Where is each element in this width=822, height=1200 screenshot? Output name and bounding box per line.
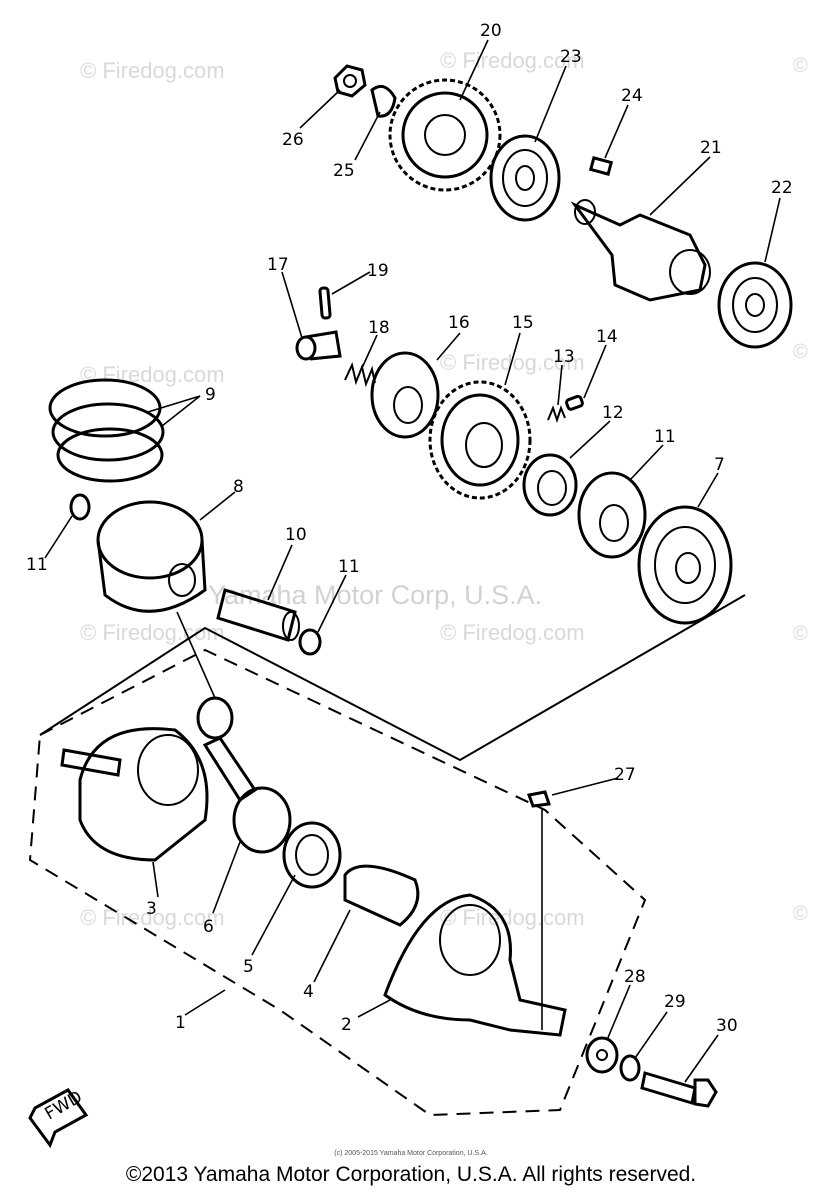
part-6-connecting-rod [196, 696, 292, 854]
fwd-arrow-icon: FWD [28, 1087, 89, 1149]
label-21: 20 [480, 21, 502, 41]
part-28-key [526, 790, 552, 808]
assembly-outline [39, 594, 746, 762]
watermark-symbol: © [793, 55, 808, 77]
label-11: 11 [338, 557, 360, 577]
part-18-pin [295, 330, 342, 361]
watermark-symbol: © [793, 903, 808, 925]
watermark-firedog: © Firedog.com [440, 48, 585, 73]
watermark-firedog: © Firedog.com [440, 905, 585, 930]
part-25-key [588, 156, 614, 176]
label-26: 25 [333, 161, 355, 181]
label-1: 1 [175, 1013, 186, 1033]
watermark-symbol: © [793, 341, 808, 363]
part-19-spring [344, 361, 376, 388]
label-11: 11 [26, 555, 48, 575]
label-13: 12 [602, 403, 624, 423]
part-20-pin [318, 286, 332, 320]
part-7-bearing [637, 505, 733, 625]
part-21-gear [388, 78, 502, 192]
part-10-piston-pin [216, 588, 300, 642]
watermark-firedog: © Firedog.com [80, 58, 225, 83]
label-22: 21 [700, 138, 722, 158]
part-14-spring [547, 405, 566, 424]
part-2-crank-right [383, 893, 567, 1037]
part-24-bearing [489, 134, 561, 222]
part-15-pin [565, 394, 584, 411]
part-5-needle-bearing [282, 821, 342, 889]
label-31: 30 [716, 1016, 738, 1036]
label-7: 7 [714, 455, 725, 475]
label-16: 15 [512, 313, 534, 333]
label-19: 18 [368, 318, 390, 338]
part-11-clip [298, 628, 322, 656]
label-14: 13 [553, 347, 575, 367]
label-29: 28 [624, 967, 646, 987]
watermark-firedog: © Firedog.com [440, 620, 585, 645]
watermark-firedog: © Firedog.com [80, 905, 225, 930]
label-6: 6 [203, 917, 214, 937]
part-9-piston-rings [48, 378, 165, 483]
label-8: 8 [233, 477, 244, 497]
part-17-plate [370, 351, 440, 439]
label-30: 29 [664, 992, 686, 1012]
part-11-clip [69, 493, 91, 521]
watermark-company: Yamaha Motor Corp, U.S.A. [208, 580, 542, 610]
label-9: 9 [205, 385, 216, 405]
label-17: 16 [448, 313, 470, 333]
part-22-balancer-shaft [570, 199, 711, 302]
leader-lines [44, 39, 781, 1083]
part-23-bearing [717, 261, 793, 349]
part-29-washer [585, 1036, 619, 1074]
part-labels: 20 23 24 21 22 26 25 17 19 18 16 15 13 1… [26, 21, 793, 1036]
watermark-firedog: © Firedog.com [80, 620, 225, 645]
label-3: 3 [146, 899, 157, 919]
part-3-crank-left [60, 727, 209, 862]
label-12: 11 [654, 427, 676, 447]
small-copyright: (c) 2005-2015 Yamaha Motor Corporation, … [334, 1150, 487, 1157]
label-4: 4 [303, 982, 314, 1002]
watermark-symbol: © [793, 623, 808, 645]
part-8-piston [96, 500, 207, 613]
label-23: 22 [771, 178, 793, 198]
label-24: 23 [560, 47, 582, 67]
label-28: 27 [614, 765, 636, 785]
part-26-lock-washer [370, 84, 397, 118]
label-20: 19 [367, 261, 389, 281]
assembly-boundary [28, 648, 647, 1117]
part-12-plate [577, 471, 647, 559]
part-31-bolt [640, 1071, 718, 1108]
label-25: 24 [621, 86, 643, 106]
label-2: 2 [341, 1015, 352, 1035]
label-27: 26 [282, 130, 304, 150]
watermark-layer: © Firedog.com © Firedog.com © © Firedog.… [80, 48, 808, 930]
watermark-firedog: © Firedog.com [80, 362, 225, 387]
copyright-footer: ©2013 Yamaha Motor Corporation, U.S.A. A… [125, 1163, 697, 1186]
label-10: 10 [285, 525, 307, 545]
label-5: 5 [243, 957, 254, 977]
label-15: 14 [596, 327, 618, 347]
part-30-lock-washer [619, 1054, 641, 1082]
part-4-crank-pin [343, 864, 420, 927]
part-16-gear [428, 380, 532, 500]
part-13-collar [522, 453, 578, 517]
label-18: 17 [267, 255, 289, 275]
